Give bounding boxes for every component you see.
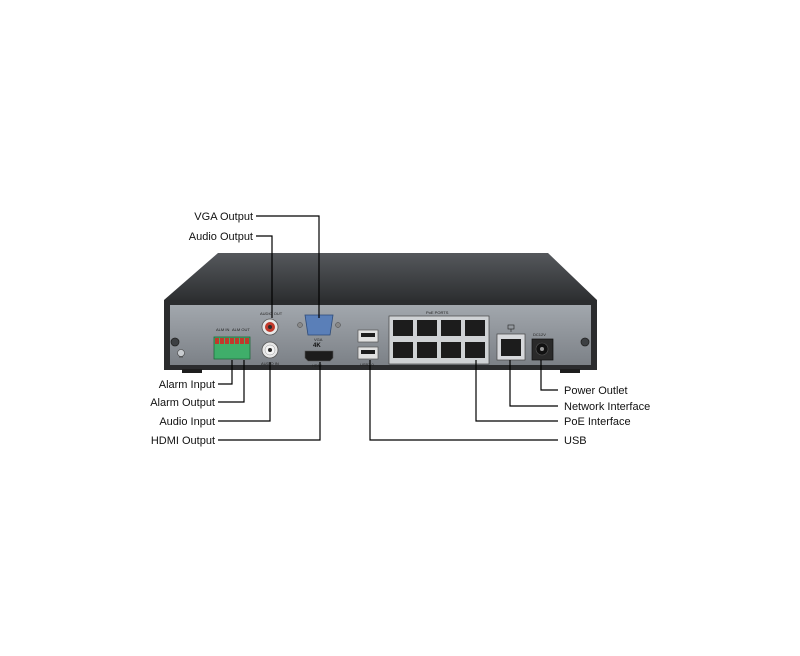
panel-label-dc: DC12V [533, 332, 546, 337]
callout-audio-output: Audio Output [189, 231, 253, 243]
ground-icon [177, 349, 185, 358]
callout-labels: VGA Output Audio Output Alarm Input Alar… [150, 211, 650, 447]
hdmi-port[interactable]: 4K HDMI [304, 343, 334, 368]
panel-label-4k: 4K [313, 343, 321, 349]
chassis-top-cover [164, 253, 597, 300]
leader-alarm-output [218, 360, 245, 403]
power-dc-jack[interactable]: DC12V [531, 332, 554, 361]
leader-hdmi-output [218, 362, 321, 441]
poe-port-row-bottom [393, 342, 485, 358]
vga-port[interactable]: VGA [297, 314, 341, 342]
usb-ports[interactable]: USB2.0 [357, 329, 379, 367]
callout-alarm-output: Alarm Output [150, 397, 215, 409]
leader-network-interface [509, 360, 558, 407]
audio-out-rca-jack[interactable]: AUDIO OUT [260, 311, 283, 336]
callout-audio-input: Audio Input [159, 416, 215, 428]
leader-lines [218, 215, 558, 441]
panel-label-alm-out: ALM OUT [232, 327, 250, 332]
leader-vga-output [256, 215, 320, 318]
callout-usb: USB [564, 435, 587, 447]
panel-label-audio-out: AUDIO OUT [260, 311, 283, 316]
callout-power-outlet: Power Outlet [564, 385, 628, 397]
poe-ports-block[interactable]: PoE PORTS [388, 310, 490, 365]
leader-power-outlet [540, 360, 558, 391]
leader-alarm-input [218, 360, 233, 385]
chassis-foot-right [560, 369, 580, 373]
panel-label-vga: VGA [314, 337, 323, 342]
callout-poe-interface: PoE Interface [564, 416, 631, 428]
callout-alarm-input: Alarm Input [159, 379, 215, 391]
screw-left [170, 337, 180, 347]
network-icon [507, 324, 515, 332]
poe-port-row-top [393, 320, 485, 336]
panel-label-hdmi: HDMI [312, 363, 322, 368]
leader-usb [369, 360, 558, 441]
callout-network-interface: Network Interface [564, 401, 650, 413]
callout-hdmi-output: HDMI Output [151, 435, 215, 447]
leader-audio-input [218, 362, 271, 422]
callout-vga-output: VGA Output [194, 211, 253, 223]
network-ethernet-port[interactable] [496, 324, 526, 361]
chassis-foot-left [182, 369, 202, 373]
leader-audio-output [256, 235, 273, 318]
leader-poe-interface [475, 360, 558, 422]
panel-label-poe-ports: PoE PORTS [426, 310, 449, 315]
screw-right [580, 337, 590, 347]
panel-label-usb: USB2.0 [360, 362, 375, 367]
nvr-device: ALM IN ALM OUT AUDIO OUT AUDIO IN [164, 253, 597, 373]
panel-label-alm-in: ALM IN [216, 327, 229, 332]
alarm-terminal-block[interactable]: ALM IN ALM OUT [213, 327, 251, 360]
